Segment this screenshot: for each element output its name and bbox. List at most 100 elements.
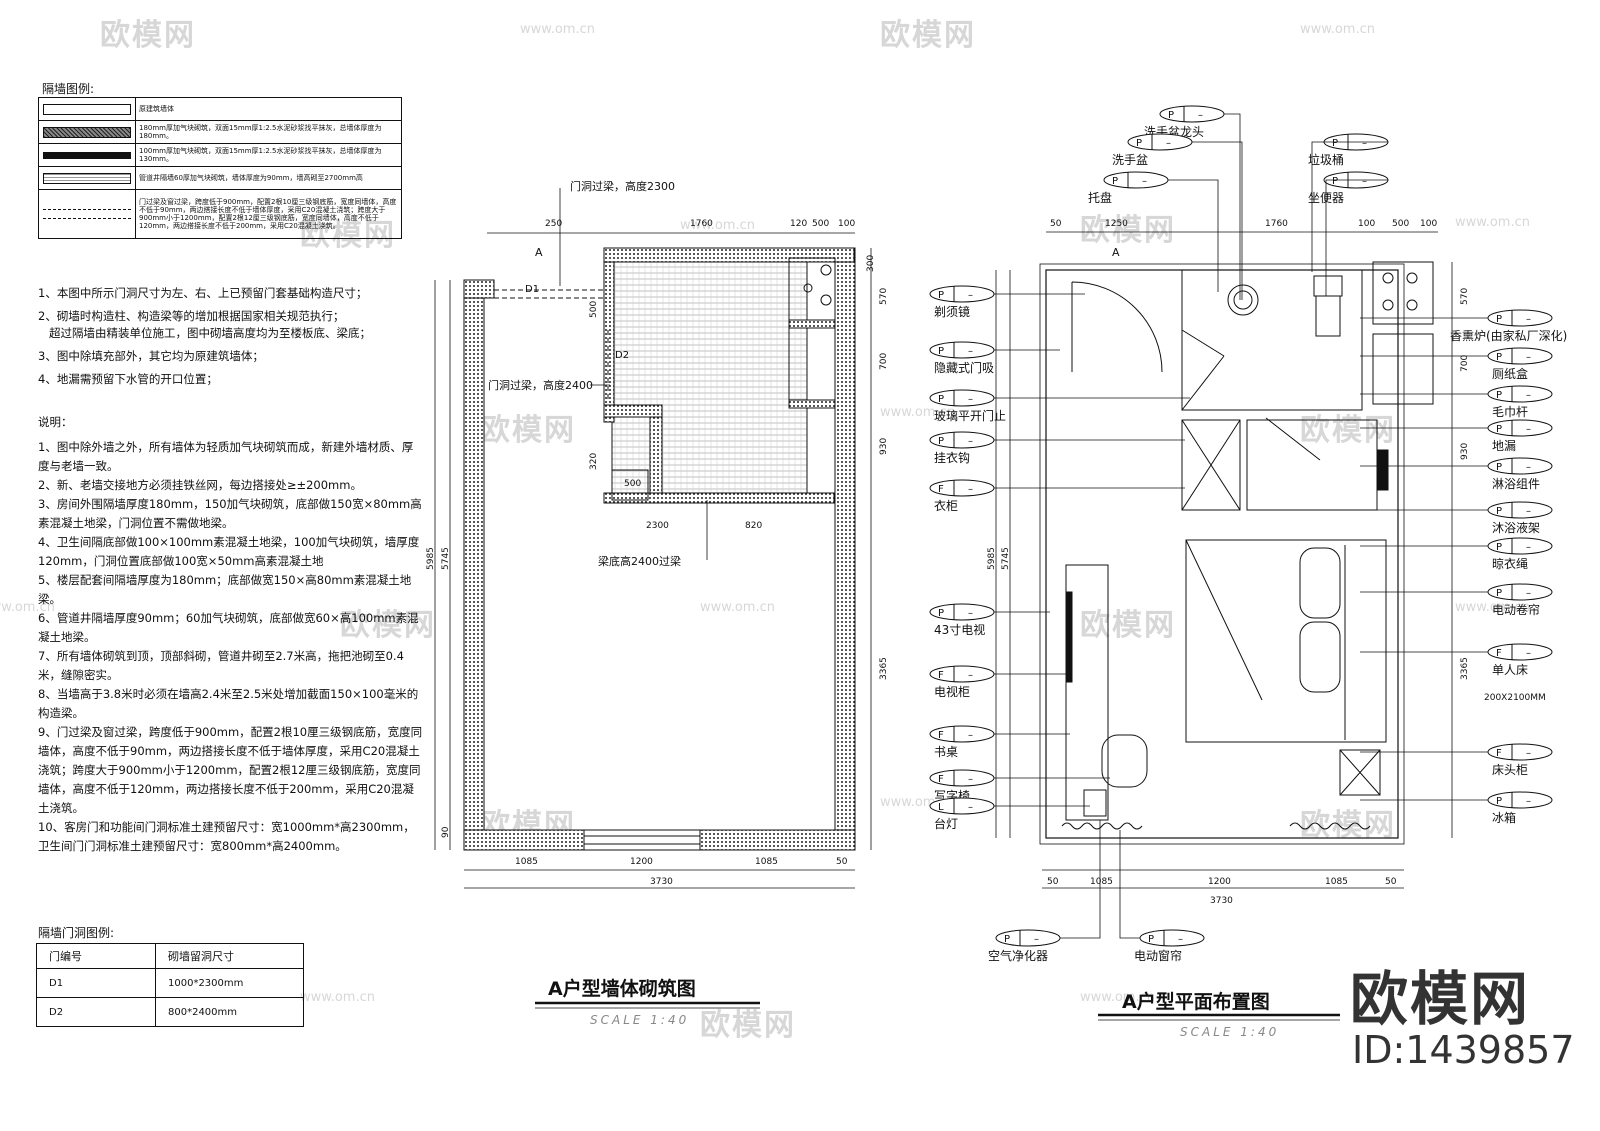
legend-text: 管道井隔墙60厚加气块砌筑，墙体厚度为90mm，墙高砌至2700mm高 — [135, 166, 402, 190]
dim: 5985 — [426, 547, 436, 570]
tag-label: 托盘 — [1088, 190, 1112, 205]
tag-label: 隐藏式门吸 — [934, 360, 994, 375]
toilet — [1315, 295, 1341, 337]
watermark-brand: 欧模网 — [1080, 213, 1176, 248]
bathroom — [1181, 269, 1363, 411]
tag-code: P — [1496, 314, 1502, 325]
dim: 500 — [812, 219, 829, 229]
dim: 700 — [879, 353, 889, 370]
tag-code: P — [1496, 506, 1502, 517]
layout-dims: 50 1250 1760 100 500 100 50 1085 1200 10… — [987, 219, 1470, 906]
svg-text:–: – — [968, 346, 973, 357]
furniture-tag: F–床头柜 — [1360, 743, 1553, 777]
legend-row: 门过梁及窗过梁，跨度低于900mm，配置2根10厘三级钢底筋，宽度同墙体，高度不… — [38, 189, 402, 239]
dim: 570 — [879, 288, 889, 305]
note-line: 5、楼层配套间隔墙厚度为180mm；底部做宽150×高80mm素混凝土地梁。 — [38, 573, 412, 606]
note-line: 3、图中除填充部外，其它均为原建筑墙体； — [38, 349, 264, 363]
bathroom-wall-lower — [649, 404, 663, 501]
tv — [1065, 591, 1073, 683]
tag-code: F — [1496, 648, 1502, 659]
svg-text:–: – — [1166, 138, 1171, 149]
svg-text:–: – — [968, 608, 973, 619]
outer-wall-bottom-right — [699, 829, 856, 851]
furniture-tag: P–电动窗帘 — [1119, 830, 1205, 963]
svg-text:–: – — [1526, 796, 1531, 807]
tag-code: P — [938, 394, 944, 405]
dim: 700 — [1460, 355, 1470, 372]
tag-code: F — [1496, 748, 1502, 759]
svg-text:–: – — [1526, 588, 1531, 599]
tag-label: 衣柜 — [934, 498, 958, 513]
lintel-swatch — [43, 209, 131, 219]
watermark-url: www.om.cn — [520, 22, 595, 37]
dim: 50 — [1385, 877, 1397, 887]
watermark-brand: 欧模网 — [700, 1008, 796, 1043]
aac-100-swatch — [43, 151, 131, 159]
dim: 570 — [1460, 288, 1470, 305]
dim: 1085 — [755, 857, 778, 867]
dim: 300 — [866, 255, 876, 272]
watermark-url: www.om.cn — [1300, 22, 1375, 37]
dim: 50 — [836, 857, 848, 867]
cabinet — [1372, 333, 1434, 405]
tag-label: 晾衣绳 — [1492, 556, 1528, 571]
svg-text:–: – — [968, 730, 973, 741]
svg-text:–: – — [968, 484, 973, 495]
dim: 90 — [441, 826, 451, 838]
bathroom-wall-bottom — [603, 492, 835, 504]
svg-text:–: – — [968, 436, 973, 447]
tag-label: 台灯 — [934, 816, 958, 831]
furniture-tag: F–单人床 — [1360, 643, 1553, 677]
dim: 3365 — [1460, 657, 1470, 680]
tag-code: P — [938, 608, 944, 619]
desk-chair — [1101, 734, 1148, 788]
tag-code: P — [1112, 176, 1118, 187]
brand-logo: 欧模网 — [1350, 965, 1531, 1033]
furniture-tag: P–隐藏式门吸 — [929, 341, 1060, 375]
tag-code: P — [1496, 390, 1502, 401]
tag-code: L — [938, 802, 944, 813]
furniture-tag: P–玻璃平开门止 — [929, 389, 1190, 423]
existing-wall-swatch — [43, 103, 131, 115]
dim: 930 — [879, 438, 889, 455]
note-line: 6、管道井隔墙厚度90mm；60加气块砌筑，底部做宽60×高100mm素混凝土地… — [38, 611, 419, 644]
furniture-tag: F–衣柜 — [929, 479, 1185, 513]
window-opening — [583, 829, 701, 851]
tag-label: 43寸电视 — [934, 622, 985, 637]
legend-text: 门过梁及窗过梁，跨度低于900mm，配置2根10厘三级钢底筋，宽度同墙体，高度不… — [135, 189, 402, 239]
tag-label: 沐浴液架 — [1492, 520, 1540, 535]
curtain — [1061, 822, 1143, 830]
dim: 320 — [589, 453, 599, 470]
furniture-tag: P–晾衣绳 — [1360, 537, 1553, 571]
outer-wall-right — [834, 247, 856, 851]
dim: 820 — [745, 521, 762, 531]
tag-code: P — [1136, 138, 1142, 149]
entry-door — [1071, 281, 1163, 373]
dim: 3365 — [879, 657, 889, 680]
tag-code: P — [1496, 588, 1502, 599]
bathroom-wall-left — [603, 261, 615, 423]
dim: 1085 — [1325, 877, 1348, 887]
svg-text:–: – — [1526, 542, 1531, 553]
wall-plan-title: A户型墙体砌筑图 — [548, 977, 696, 1000]
layout-plan — [995, 231, 1453, 889]
layout-plan-scale: SCALE 1:40 — [1180, 1025, 1279, 1039]
tag-code: P — [1496, 352, 1502, 363]
outer-wall-top — [603, 247, 855, 263]
shower — [1246, 419, 1378, 511]
furniture-tag: P–挂衣钩 — [929, 431, 1185, 465]
svg-text:–: – — [1034, 934, 1039, 945]
tag-label: 香熏炉(由家私厂深化) — [1450, 328, 1567, 343]
tag-code: P — [1496, 462, 1502, 473]
watermark-url: www.om.cn — [1455, 215, 1530, 230]
svg-text:–: – — [968, 670, 973, 681]
watermark-brand: 欧模网 — [480, 413, 576, 448]
tag-label: 单人床 — [1492, 663, 1528, 677]
watermark-url: www.om.cn — [700, 600, 775, 615]
svg-text:–: – — [968, 290, 973, 301]
watermark-brand: 欧模网 — [340, 608, 436, 643]
note-line: 1、图中除外墙之外，所有墙体为轻质加气块砌筑而成，新建外墙材质、厚度与老墙一致。 — [38, 440, 414, 473]
dim: 50 — [1047, 877, 1059, 887]
pillow — [1299, 547, 1341, 619]
